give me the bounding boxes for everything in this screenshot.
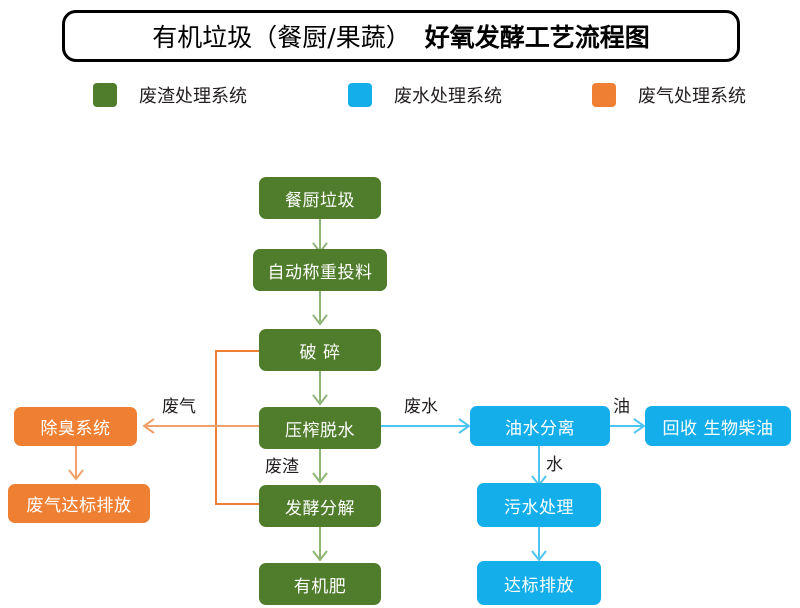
node-huishou-shengwu-chaiyou[interactable]: 回收 生物柴油 [645, 406, 791, 446]
legend-item-waste-gas: 废气处理系统 [592, 82, 746, 108]
node-dabiao-paifang[interactable]: 达标排放 [477, 561, 601, 605]
node-canchu-laji[interactable]: 餐厨垃圾 [259, 177, 381, 219]
title-text-bold: 好氧发酵工艺流程图 [424, 23, 650, 52]
node-fajiao-fenjie[interactable]: 发酵分解 [259, 485, 381, 527]
connector-yazha-to-youshui [380, 425, 468, 427]
legend-label-wastewater: 废水处理系统 [394, 86, 502, 107]
legend-swatch-blue [348, 83, 372, 107]
node-youjifei[interactable]: 有机肥 [259, 563, 381, 605]
node-posui[interactable]: 破 碎 [259, 329, 381, 371]
legend-label-waste-gas: 废气处理系统 [638, 86, 746, 107]
node-wushui-chuli[interactable]: 污水处理 [477, 483, 601, 527]
legend-item-waste-residue: 废渣处理系统 [93, 82, 247, 108]
node-yazha-tuoshui[interactable]: 压榨脱水 [259, 407, 381, 449]
connector-youshui-to-wushui [538, 446, 540, 483]
connector-toufliao-to-posui [319, 291, 321, 322]
legend-swatch-orange [592, 83, 616, 107]
connector-fajiao-to-youjifei [319, 527, 321, 558]
connector-posui-to-odor-trunk [215, 350, 260, 352]
edge-label-oil: 油 [613, 397, 630, 417]
connector-yazha-to-chuchou [145, 425, 260, 427]
connector-youshui-to-huishou [610, 425, 643, 427]
connector-yazha-to-fajiao [319, 449, 321, 480]
legend-swatch-green [93, 83, 117, 107]
node-zidong-chengzhong-toufliao[interactable]: 自动称重投料 [253, 249, 387, 291]
page-title: 有机垃圾（餐厨/果蔬） 好氧发酵工艺流程图 [62, 10, 740, 62]
edge-label-water: 水 [546, 455, 563, 475]
connector-canchu-to-toufliao [319, 219, 321, 250]
legend-label-waste-residue: 废渣处理系统 [139, 86, 247, 107]
connector-fajiao-to-odor-trunk [215, 503, 260, 505]
edge-label-waste-residue: 废渣 [265, 457, 299, 477]
connector-wushui-to-dabiao [538, 527, 540, 558]
connector-posui-to-yazha [319, 371, 321, 402]
edge-label-wastewater: 废水 [404, 397, 438, 417]
edge-label-waste-gas: 废气 [162, 397, 196, 417]
title-text-normal: 有机垃圾（餐厨/果蔬） [152, 23, 411, 52]
legend-item-wastewater: 废水处理系统 [348, 82, 502, 108]
node-chuchou-xitong[interactable]: 除臭系统 [14, 407, 137, 446]
connector-chuchou-to-dabiao [75, 444, 77, 477]
node-feiqi-dabiao-paifang[interactable]: 废气达标排放 [8, 484, 150, 523]
connector-odor-trunk-vertical [215, 350, 217, 504]
node-youshui-fenli[interactable]: 油水分离 [470, 406, 610, 446]
